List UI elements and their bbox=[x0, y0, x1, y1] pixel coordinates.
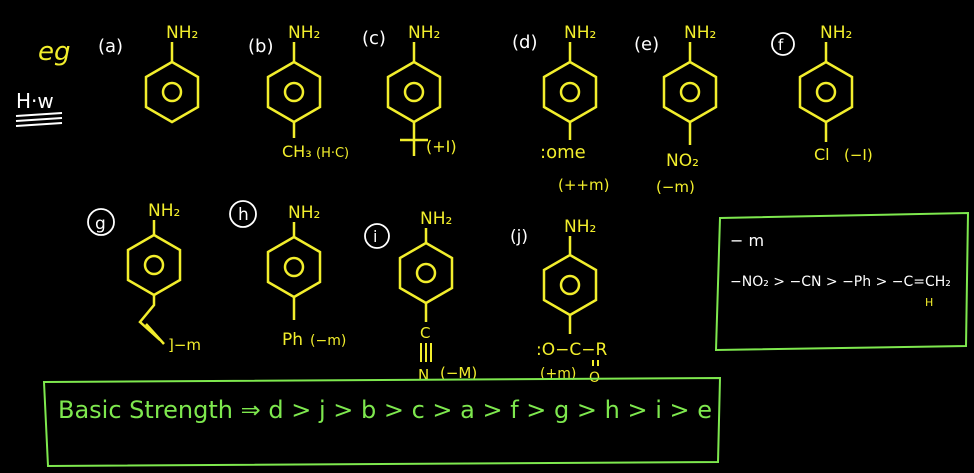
molecule-label: f bbox=[778, 36, 784, 54]
molecule-j: (j) NH₂ :O−C−R O (+m) bbox=[510, 217, 607, 386]
effect-note: (++m) bbox=[558, 176, 609, 194]
molecule-c: (c) NH₂ (+I) bbox=[362, 23, 457, 156]
molecule-a: (a) NH₂ bbox=[98, 23, 200, 124]
amine-group: NH₂ bbox=[820, 23, 852, 43]
molecule-label: (b) bbox=[248, 36, 273, 57]
substituent: :O−C−R bbox=[536, 340, 607, 360]
basic-strength-box: Basic Strength ⇒ d > j > b > c > a > f >… bbox=[42, 376, 722, 468]
molecule-h: h NH₂ Ph (−m) bbox=[229, 200, 346, 350]
resonance-order-box: − m −NO₂ > −CN > −Ph > −C=CH₂ H bbox=[714, 211, 970, 352]
benzene-ring bbox=[266, 235, 322, 299]
molecule-label: (d) bbox=[512, 32, 537, 53]
hw-label: H·w bbox=[16, 89, 54, 113]
molecule-i: i NH₂ C N (−M) bbox=[364, 209, 477, 384]
molecule-label: g bbox=[95, 214, 106, 234]
molecule-label: (j) bbox=[510, 227, 528, 247]
substituent: CH₃ bbox=[282, 142, 312, 161]
molecule-b: (b) NH₂ CH₃ (H·C) bbox=[248, 23, 349, 161]
benzene-ring bbox=[542, 253, 598, 317]
molecule-label: h bbox=[238, 205, 249, 225]
molecule-label: (e) bbox=[634, 34, 659, 55]
benzene-ring bbox=[386, 60, 442, 124]
amine-group: NH₂ bbox=[148, 201, 180, 221]
molecule-e: (e) NH₂ NO₂ (−m) bbox=[634, 23, 718, 196]
molecule-f: f NH₂ Cl (−I) bbox=[771, 23, 873, 164]
benzene-ring bbox=[542, 60, 598, 124]
amine-group: NH₂ bbox=[684, 23, 716, 43]
amine-group: NH₂ bbox=[564, 23, 596, 43]
amine-group: NH₂ bbox=[288, 203, 320, 223]
effect-note: (−m) bbox=[310, 333, 346, 349]
benzene-ring bbox=[266, 60, 322, 124]
amine-group: NH₂ bbox=[288, 23, 320, 43]
effect-note: (−m) bbox=[656, 178, 695, 196]
benzene-ring bbox=[126, 233, 182, 297]
amine-group: NH₂ bbox=[420, 209, 452, 229]
benzene-ring bbox=[398, 241, 454, 305]
effect-note: (−I) bbox=[844, 146, 873, 164]
effect-note: (+I) bbox=[426, 137, 457, 156]
amine-group: NH₂ bbox=[166, 23, 198, 43]
benzene-ring bbox=[144, 60, 200, 124]
basic-strength-order: Basic Strength ⇒ d > j > b > c > a > f >… bbox=[58, 396, 712, 424]
amine-group: NH₂ bbox=[408, 23, 440, 43]
molecule-d: (d) NH₂ :ome (++m) bbox=[512, 23, 609, 194]
effect-note: (−M) bbox=[440, 364, 477, 382]
eg-label: eg bbox=[38, 37, 71, 67]
effect-note: (H·C) bbox=[316, 146, 349, 161]
amine-group: NH₂ bbox=[564, 217, 596, 237]
substituent: :ome bbox=[540, 142, 586, 163]
box-heading: − m bbox=[730, 231, 764, 250]
box-subscript: H bbox=[925, 296, 933, 309]
box-order: −NO₂ > −CN > −Ph > −C=CH₂ bbox=[730, 274, 951, 290]
substituent: NO₂ bbox=[666, 151, 699, 171]
vinyl-group bbox=[138, 295, 161, 341]
substituent: Cl bbox=[814, 145, 830, 164]
benzene-ring bbox=[798, 60, 854, 124]
molecule-label: i bbox=[373, 227, 377, 246]
effect-note: ]−m bbox=[168, 336, 201, 354]
benzene-ring bbox=[662, 60, 718, 124]
molecule-label: (a) bbox=[98, 36, 123, 57]
nitrile-nitrogen: N bbox=[418, 366, 429, 384]
molecule-g: g NH₂ ]−m bbox=[87, 201, 201, 354]
nitrile-carbon: C bbox=[420, 324, 430, 342]
molecule-label: (c) bbox=[362, 28, 386, 49]
substituent: Ph bbox=[282, 330, 303, 350]
